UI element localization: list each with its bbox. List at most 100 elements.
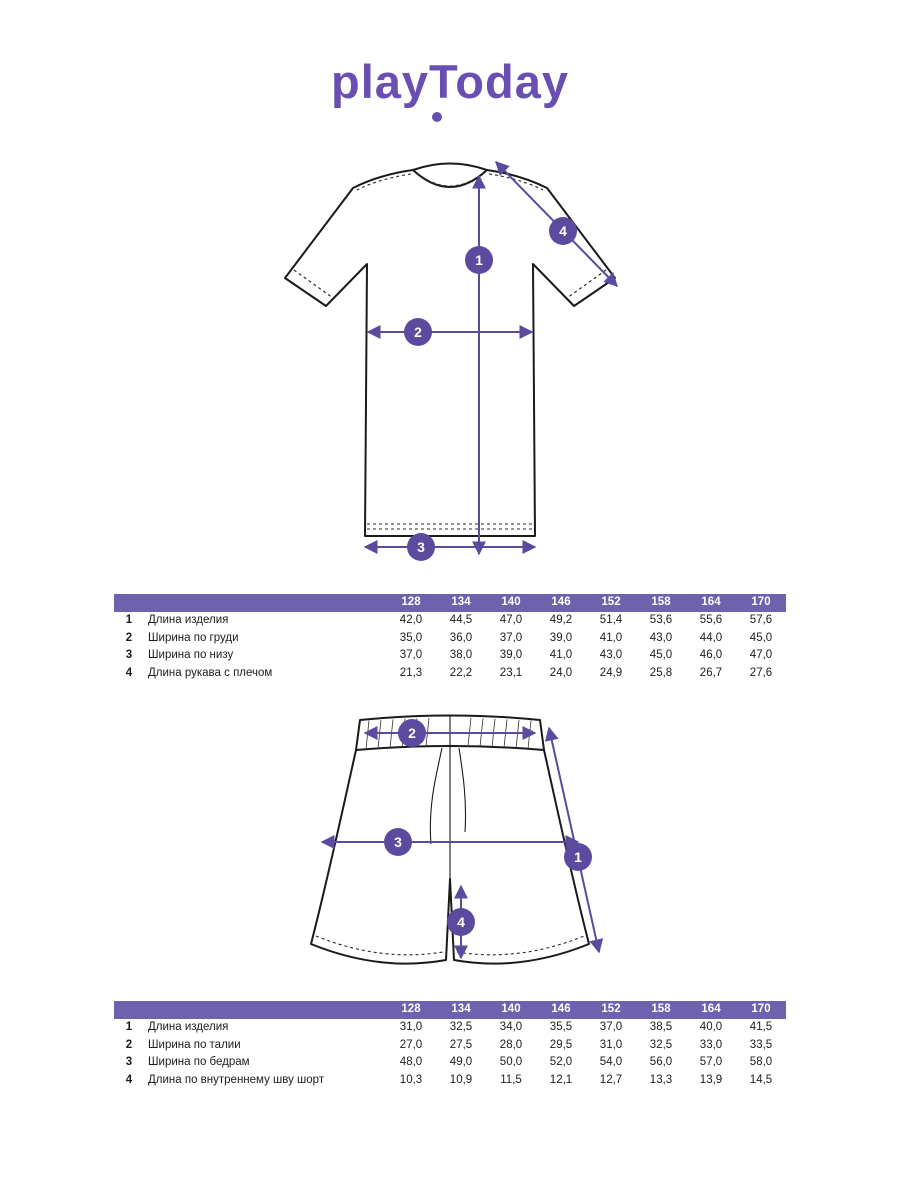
shorts-marker-4: 4 xyxy=(447,908,475,936)
measurement-value: 47,0 xyxy=(499,614,523,626)
measurement-label: Ширина по низу xyxy=(148,649,234,661)
measurement-value: 33,5 xyxy=(749,1038,773,1051)
measurement-value: 50,0 xyxy=(499,1056,523,1068)
measurement-label: Длина изделия xyxy=(148,614,229,626)
tshirt-marker-1: 1 xyxy=(465,246,493,274)
measurement-value: 41,5 xyxy=(749,1021,773,1033)
measurement-value: 51,4 xyxy=(599,614,623,626)
measurement-value: 23,1 xyxy=(499,666,523,679)
size-column-header: 146 xyxy=(551,596,571,609)
measurement-value: 25,8 xyxy=(649,666,673,679)
measurement-value: 28,0 xyxy=(499,1038,523,1051)
measurement-label: Длина рукава с плечом xyxy=(148,666,273,679)
shorts-marker-1: 1 xyxy=(564,843,592,871)
size-column-header: 170 xyxy=(751,1003,771,1016)
size-column-header: 128 xyxy=(401,1003,421,1016)
measurement-label: Ширина по талии xyxy=(148,1038,241,1051)
shorts-marker-1-label: 1 xyxy=(574,849,582,865)
size-column-header: 158 xyxy=(651,1003,671,1016)
measurement-label: Длина изделия xyxy=(148,1021,229,1033)
measurement-number: 4 xyxy=(125,666,133,679)
measurement-value: 12,1 xyxy=(549,1073,573,1086)
measurement-number: 1 xyxy=(125,614,133,626)
size-column-header: 128 xyxy=(401,596,421,609)
measurement-value: 54,0 xyxy=(599,1056,623,1068)
shorts-body-left xyxy=(310,749,451,965)
measurement-number: 3 xyxy=(125,1056,133,1068)
shorts-drawstring-left xyxy=(429,747,443,845)
measurement-value: 34,0 xyxy=(499,1021,523,1033)
tshirt-cuff-stitch-right xyxy=(566,269,607,299)
measurement-value: 31,0 xyxy=(399,1021,423,1033)
measurement-value: 38,5 xyxy=(649,1021,673,1033)
tshirt-diagram: 1 2 3 4 xyxy=(215,144,685,574)
shorts-diagram-svg: 2 3 1 4 xyxy=(310,714,604,965)
measurement-value: 35,5 xyxy=(549,1021,573,1033)
measurement-value: 48,0 xyxy=(399,1056,423,1068)
size-column-header: 152 xyxy=(601,1003,621,1016)
size-column-header: 164 xyxy=(701,1003,721,1016)
brand-logo-text: playToday xyxy=(331,55,569,108)
measurement-value: 27,5 xyxy=(449,1038,473,1051)
tshirt-marker-2-label: 2 xyxy=(414,324,422,340)
measurement-value: 43,0 xyxy=(649,631,673,644)
measurement-value: 11,5 xyxy=(500,1073,522,1086)
tshirt-collar-stitch xyxy=(416,172,484,187)
measurement-number: 3 xyxy=(125,649,133,661)
measurement-value: 41,0 xyxy=(549,649,573,661)
measurement-value: 47,0 xyxy=(749,649,773,661)
measurement-value: 24,0 xyxy=(549,666,573,679)
size-column-header: 140 xyxy=(501,1003,521,1016)
measurement-value: 53,6 xyxy=(649,614,673,626)
measurement-label: Ширина по бедрам xyxy=(148,1056,250,1068)
measurement-value: 37,0 xyxy=(599,1021,623,1033)
shorts-marker-2: 2 xyxy=(398,719,426,747)
measurement-value: 57,6 xyxy=(749,614,773,626)
measurement-number: 1 xyxy=(125,1021,133,1033)
shorts-drawstring-right xyxy=(458,747,467,833)
measurement-label: Длина по внутреннему шву шорт xyxy=(148,1073,325,1086)
tshirt-marker-4: 4 xyxy=(549,217,577,245)
measurement-value: 37,0 xyxy=(399,649,423,661)
shorts-diagram: 2 3 1 4 xyxy=(215,704,685,989)
measurement-value: 39,0 xyxy=(499,649,523,661)
measurement-value: 27,6 xyxy=(749,666,773,679)
size-column-header: 158 xyxy=(651,596,671,609)
size-column-header: 134 xyxy=(451,1003,471,1016)
tshirt-marker-4-label: 4 xyxy=(559,223,567,239)
size-column-header: 152 xyxy=(601,596,621,609)
tshirt-marker-3-label: 3 xyxy=(417,539,425,555)
measurement-value: 22,2 xyxy=(449,666,473,679)
measurement-value: 58,0 xyxy=(749,1056,773,1068)
measurement-value: 24,9 xyxy=(599,666,623,679)
measurement-value: 49,2 xyxy=(549,614,573,626)
measurement-row: 4 Длина рукава с плечом 21,3 22,2 23,1 24,0 24… xyxy=(114,664,786,682)
tshirt-diagram-svg: 1 2 3 4 xyxy=(284,160,618,561)
measurement-value: 44,5 xyxy=(449,614,473,626)
measurement-value: 39,0 xyxy=(549,631,573,644)
shorts-marker-3-label: 3 xyxy=(394,834,402,850)
measurement-value: 27,0 xyxy=(399,1038,423,1051)
measurement-value: 26,7 xyxy=(699,666,723,679)
measurement-value: 36,0 xyxy=(449,631,473,644)
measurement-value: 46,0 xyxy=(699,649,723,661)
measurement-value: 33,0 xyxy=(699,1038,723,1051)
measurement-value: 44,0 xyxy=(699,631,723,644)
measurement-value: 12,7 xyxy=(599,1073,623,1086)
measurement-value: 14,5 xyxy=(749,1073,773,1086)
brand-logo: playToday xyxy=(0,0,900,130)
measurement-value: 42,0 xyxy=(399,614,423,626)
measurement-value: 41,0 xyxy=(599,631,623,644)
shorts-measure-length-line xyxy=(544,726,604,954)
measurement-value: 21,3 xyxy=(399,666,423,679)
measurement-value: 52,0 xyxy=(549,1056,573,1068)
measurement-value: 43,0 xyxy=(599,649,623,661)
measurement-value: 31,0 xyxy=(599,1038,623,1051)
